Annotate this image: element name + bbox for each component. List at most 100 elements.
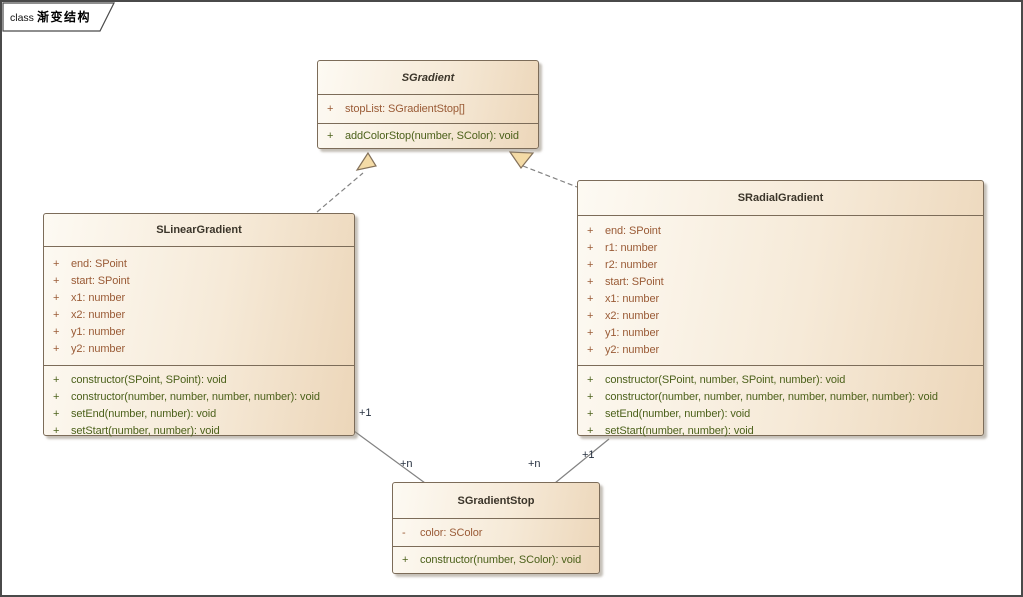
attribute-text: y2: number: [71, 342, 126, 355]
visibility-symbol: +: [327, 103, 334, 115]
attribute-text: end: SPoint: [71, 257, 127, 270]
operation-row[interactable]: + constructor(SPoint, SPoint): void: [44, 371, 354, 388]
visibility-symbol: +: [587, 390, 594, 403]
operation-text: constructor(SPoint, SPoint): void: [71, 373, 227, 386]
class-box-sgradientstop[interactable]: SGradientStop - color: SColor + construc…: [392, 482, 600, 574]
attributes-section: + end: SPoint + start: SPoint + x1: numb…: [44, 246, 354, 365]
realization-line-linear[interactable]: [316, 172, 364, 213]
operation-text: constructor(SPoint, number, SPoint, numb…: [605, 373, 846, 386]
visibility-symbol: +: [53, 257, 60, 270]
visibility-symbol: +: [587, 343, 594, 356]
visibility-symbol: +: [53, 291, 60, 304]
attribute-row[interactable]: + r1: number: [578, 239, 983, 256]
multiplicity-label-linear-target: +n: [400, 458, 413, 470]
operation-row[interactable]: + setStart(number, number): void: [44, 422, 354, 439]
attribute-row[interactable]: + x2: number: [44, 306, 354, 323]
frame-label-title: 渐变结构: [36, 10, 91, 24]
multiplicity-label-radial-source: +1: [582, 449, 595, 461]
class-box-sradialgradient[interactable]: SRadialGradient + end: SPoint + r1: numb…: [577, 180, 984, 439]
visibility-symbol: +: [587, 326, 594, 339]
visibility-symbol: +: [587, 292, 594, 305]
attribute-row[interactable]: + start: SPoint: [578, 273, 983, 290]
attribute-text: start: SPoint: [71, 274, 130, 287]
visibility-symbol: -: [402, 526, 406, 539]
multiplicity-label-linear-source: +1: [359, 407, 372, 419]
attribute-row[interactable]: + y1: number: [578, 324, 983, 341]
operation-row[interactable]: + constructor(number, number, number, nu…: [578, 388, 983, 405]
class-title: SLinearGradient: [156, 224, 242, 236]
realization-line-radial[interactable]: [522, 165, 578, 188]
class-box-slineargradient[interactable]: SLinearGradient + end: SPoint + start: S…: [43, 213, 355, 439]
attribute-row[interactable]: + end: SPoint: [578, 222, 983, 239]
operation-row[interactable]: + constructor(number, SColor): void: [393, 552, 599, 569]
attributes-section: + stopList: SGradientStop[]: [318, 94, 538, 123]
visibility-symbol: +: [53, 373, 60, 386]
visibility-symbol: +: [53, 274, 60, 287]
class-box-sgradient[interactable]: SGradient + stopList: SGradientStop[] + …: [317, 60, 539, 149]
operation-text: constructor(number, number, number, numb…: [605, 390, 938, 403]
attribute-row[interactable]: + y2: number: [578, 341, 983, 358]
visibility-symbol: +: [587, 407, 594, 420]
attribute-text: x2: number: [71, 308, 126, 321]
visibility-symbol: +: [587, 241, 594, 254]
attribute-text: x1: number: [605, 292, 660, 305]
visibility-symbol: +: [53, 308, 60, 321]
operation-row[interactable]: + setStart(number, number): void: [578, 422, 983, 439]
operation-row[interactable]: + setEnd(number, number): void: [44, 405, 354, 422]
attribute-row[interactable]: + r2: number: [578, 256, 983, 273]
visibility-symbol: +: [327, 130, 334, 142]
attribute-text: x1: number: [71, 291, 126, 304]
operation-row[interactable]: + constructor(SPoint, number, SPoint, nu…: [578, 371, 983, 388]
operations-section: + constructor(SPoint, SPoint): void + co…: [44, 365, 354, 439]
operation-row[interactable]: + constructor(number, number, number, nu…: [44, 388, 354, 405]
attributes-section: + end: SPoint + r1: number + r2: number …: [578, 215, 983, 365]
attribute-text: x2: number: [605, 309, 660, 322]
attribute-text: start: SPoint: [605, 275, 664, 288]
multiplicity-label-radial-target: +n: [528, 458, 541, 470]
attribute-text: r1: number: [605, 241, 658, 254]
association-line-radial-stop[interactable]: [554, 438, 610, 484]
attribute-text: y2: number: [605, 343, 660, 356]
attribute-row[interactable]: - color: SColor: [393, 524, 599, 541]
operation-text: constructor(number, number, number, numb…: [71, 390, 320, 403]
operation-text: setEnd(number, number): void: [71, 407, 217, 420]
visibility-symbol: +: [587, 224, 594, 237]
attributes-section: - color: SColor: [393, 518, 599, 546]
class-title: SGradient: [401, 71, 455, 84]
attribute-row[interactable]: + stopList: SGradientStop[]: [318, 101, 538, 118]
operation-text: setStart(number, number): void: [605, 424, 754, 437]
visibility-symbol: +: [587, 258, 594, 271]
operation-row[interactable]: + addColorStop(number, SColor): void: [318, 128, 538, 145]
operation-text: setStart(number, number): void: [71, 424, 220, 437]
operation-text: constructor(number, SColor): void: [420, 554, 582, 566]
operation-text: setEnd(number, number): void: [605, 407, 751, 420]
visibility-symbol: +: [53, 390, 60, 403]
visibility-symbol: +: [587, 373, 594, 386]
attribute-text: color: SColor: [420, 526, 483, 539]
realization-arrowhead-linear-icon: [355, 151, 377, 171]
attribute-row[interactable]: + y2: number: [44, 340, 354, 357]
frame-label-keyword: class: [10, 12, 34, 24]
attribute-row[interactable]: + y1: number: [44, 323, 354, 340]
class-title: SRadialGradient: [737, 192, 824, 204]
visibility-symbol: +: [402, 554, 409, 566]
visibility-symbol: +: [587, 275, 594, 288]
class-title: SGradientStop: [457, 494, 535, 507]
attribute-row[interactable]: + end: SPoint: [44, 255, 354, 272]
association-line-linear-stop[interactable]: [353, 430, 426, 484]
attribute-row[interactable]: + x2: number: [578, 307, 983, 324]
visibility-symbol: +: [53, 407, 60, 420]
attribute-text: y1: number: [71, 325, 126, 338]
attribute-text: y1: number: [605, 326, 660, 339]
operations-section: + constructor(number, SColor): void: [393, 546, 599, 573]
attribute-row[interactable]: + x1: number: [44, 289, 354, 306]
operation-text: addColorStop(number, SColor): void: [345, 130, 519, 142]
operation-row[interactable]: + setEnd(number, number): void: [578, 405, 983, 422]
realization-arrowhead-radial-icon: [508, 151, 535, 170]
attribute-row[interactable]: + x1: number: [578, 290, 983, 307]
attribute-text: end: SPoint: [605, 224, 661, 237]
attribute-row[interactable]: + start: SPoint: [44, 272, 354, 289]
